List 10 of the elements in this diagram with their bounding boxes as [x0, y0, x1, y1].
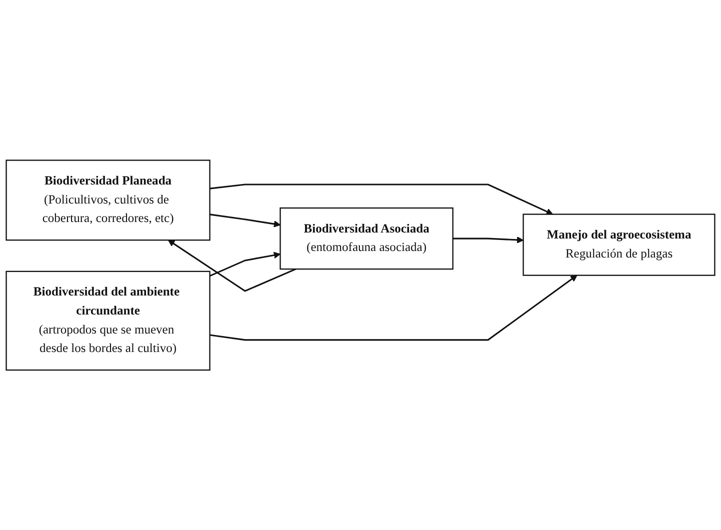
- node-box: Biodiversidad Asociada (entomofauna asociada): [280, 207, 454, 270]
- arrow: [210, 184, 553, 215]
- node-box: Biodiversidad Planeada (Policultivos, cultivos de cobertura, corredores, etc): [6, 160, 210, 241]
- node-box: Manejo del agroecosistema Regulación de plagas: [522, 214, 716, 276]
- arrow: [210, 214, 281, 228]
- arrow: [209, 252, 281, 277]
- arrow: [168, 240, 296, 292]
- arrow: [210, 274, 578, 341]
- arrow: [452, 236, 524, 244]
- node-box: Biodiversidad del ambiente circundante (artropodos que se mueven desde los bordes al cultivo): [6, 270, 210, 370]
